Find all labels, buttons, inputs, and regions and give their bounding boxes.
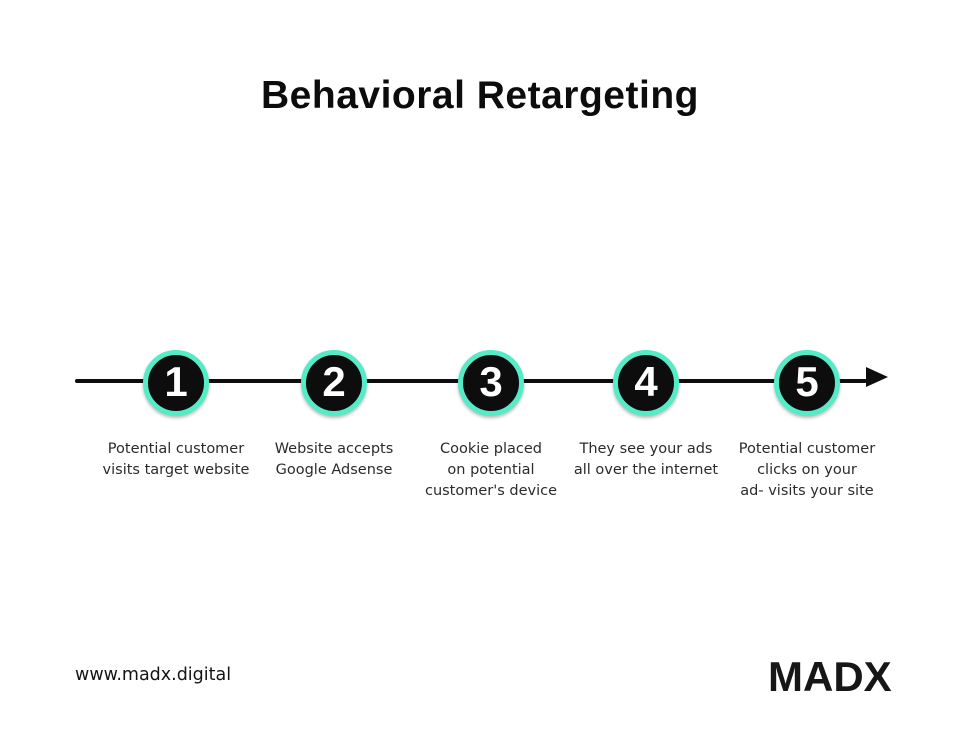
step-circle: 1	[143, 350, 209, 416]
arrow-right-icon	[866, 367, 888, 387]
step-number: 1	[164, 357, 188, 405]
page-title: Behavioral Retargeting	[261, 74, 699, 117]
website-url: www.madx.digital	[75, 665, 232, 685]
timeline-step-2: 2 Website accepts Google Adsense	[239, 350, 429, 481]
timeline-step-1: 1 Potential customer visits target websi…	[81, 350, 271, 481]
step-number: 2	[322, 357, 346, 405]
step-label: Potential customer clicks on your ad- vi…	[738, 441, 876, 499]
timeline-step-5: 5 Potential customer clicks on your ad- …	[712, 350, 902, 502]
step-label: They see your ads all over the internet	[573, 441, 719, 478]
step-number: 3	[479, 357, 503, 405]
step-label: Website accepts Google Adsense	[274, 441, 394, 478]
step-circle: 2	[301, 350, 367, 416]
step-circle: 4	[613, 350, 679, 416]
step-circle: 5	[774, 350, 840, 416]
timeline-step-3: 3 Cookie placed on potential customer's …	[396, 350, 586, 502]
timeline-step-4: 4 They see your ads all over the interne…	[551, 350, 741, 481]
madx-logo: MADX	[768, 653, 892, 700]
step-label: Cookie placed on potential customer's de…	[424, 441, 558, 499]
step-label: Potential customer visits target website	[102, 441, 250, 478]
step-number: 4	[634, 357, 658, 405]
step-number: 5	[795, 357, 819, 405]
step-circle: 3	[458, 350, 524, 416]
